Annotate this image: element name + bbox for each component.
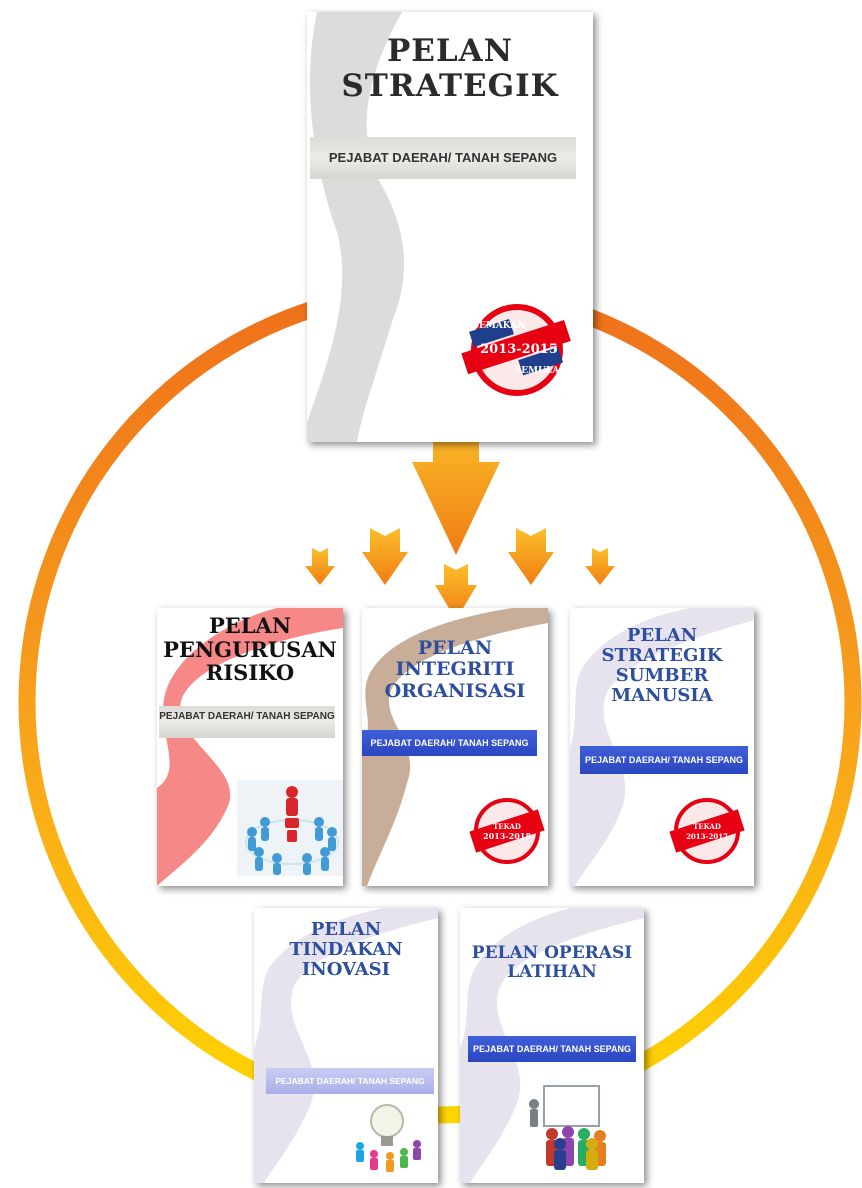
office-band: PEJABAT DAERAH/ TANAH SEPANG <box>266 1068 434 1094</box>
title-line: TINDAKAN <box>289 939 403 961</box>
integrity-plan-title: PELAN INTEGRITI ORGANISASI <box>362 637 548 702</box>
stamp-top-block <box>469 318 514 348</box>
training-audience-icon <box>529 1085 606 1170</box>
title-line: STRATEGIK <box>341 67 559 104</box>
lightbulb-people-icon <box>356 1104 421 1172</box>
innovation-plan-title: PELAN TINDAKAN INOVASI <box>254 919 438 981</box>
semakan-stamp: SEMAKAN 2013-2015 SEMULA <box>461 304 571 396</box>
stamp-top-text: SEMAKAN <box>473 321 526 331</box>
stamp-bottom-text: SEMULA <box>515 366 560 376</box>
title-line: PELAN <box>417 637 493 659</box>
title-line: ORGANISASI <box>384 679 526 702</box>
office-band: PEJABAT DAERAH/ TANAH SEPANG <box>580 746 748 774</box>
stamp-bar <box>669 809 745 853</box>
swoosh-decoration <box>570 608 754 886</box>
title-line: INOVASI <box>301 959 391 981</box>
training-plan-cover[interactable]: PELAN OPERASI LATIHAN PEJABAT DAERAH/ TA… <box>460 908 644 1183</box>
office-band: PEJABAT DAERAH/ TANAH SEPANG <box>310 137 576 179</box>
big-down-arrow-icon <box>412 420 500 555</box>
office-band: PEJABAT DAERAH/ TANAH SEPANG <box>362 730 537 756</box>
stamp-mid-text: 2013-2017 <box>686 832 728 841</box>
innovation-plan-cover[interactable]: PELAN TINDAKAN INOVASI PEJABAT DAERAH/ T… <box>254 908 438 1183</box>
title-line: SUMBER <box>615 665 709 687</box>
swoosh-decoration <box>254 908 438 1183</box>
title-line: LATIHAN <box>507 962 597 983</box>
title-line: RISIKO <box>205 660 295 686</box>
title-line: INTEGRITI <box>395 658 515 681</box>
title-line: PELAN OPERASI <box>471 943 633 963</box>
stamp-bottom-block <box>518 347 564 376</box>
risk-plan-title: PELAN PENGURUSAN RISIKO <box>157 614 343 685</box>
title-line: PENGURUSAN <box>163 636 337 662</box>
main-plan-cover[interactable]: PELAN STRATEGIK PEJABAT DAERAH/ TANAH SE… <box>307 12 593 442</box>
small-down-arrow-icon <box>305 548 335 585</box>
stamp-bar <box>461 319 571 375</box>
stamp-top-text: TEKAD <box>693 822 721 831</box>
small-down-arrow-icon <box>585 548 615 585</box>
training-plan-title: PELAN OPERASI LATIHAN <box>460 943 644 983</box>
title-line: PELAN <box>310 919 382 940</box>
hr-plan-cover[interactable]: PELAN STRATEGIK SUMBER MANUSIA PEJABAT D… <box>570 608 754 886</box>
title-line: PELAN <box>386 33 514 69</box>
integrity-plan-cover[interactable]: PELAN INTEGRITI ORGANISASI PEJABAT DAERA… <box>362 608 548 886</box>
main-plan-title: PELAN STRATEGIK <box>307 34 593 103</box>
small-down-arrow-icon <box>435 564 477 620</box>
people-circle-icon <box>237 780 343 876</box>
swoosh-decoration <box>307 12 404 442</box>
swoosh-decoration <box>157 608 343 886</box>
title-line: PELAN <box>626 625 698 646</box>
stamp-mid-text: 2013-2018 <box>483 831 531 841</box>
tekad-stamp: TEKAD 2013-2017 <box>669 798 745 864</box>
office-band: PEJABAT DAERAH/ TANAH SEPANG <box>468 1036 636 1062</box>
small-down-arrow-icon <box>362 528 408 585</box>
title-line: PELAN <box>208 613 292 638</box>
stamp-mid-text: 2013-2015 <box>480 342 558 357</box>
tekad-stamp: TEKAD 2013-2018 <box>469 798 545 864</box>
hr-plan-title: PELAN STRATEGIK SUMBER MANUSIA <box>570 625 754 707</box>
small-down-arrow-icon <box>508 528 554 585</box>
title-line: STRATEGIK <box>601 645 723 667</box>
swoosh-decoration <box>460 908 644 1183</box>
risk-plan-cover[interactable]: PELAN PENGURUSAN RISIKO PEJABAT DAERAH/ … <box>157 608 343 886</box>
title-line: MANUSIA <box>611 685 713 707</box>
stamp-top-text: TEKAD <box>493 822 521 831</box>
office-band: PEJABAT DAERAH/ TANAH SEPANG <box>159 706 335 738</box>
stamp-bar <box>469 809 545 853</box>
